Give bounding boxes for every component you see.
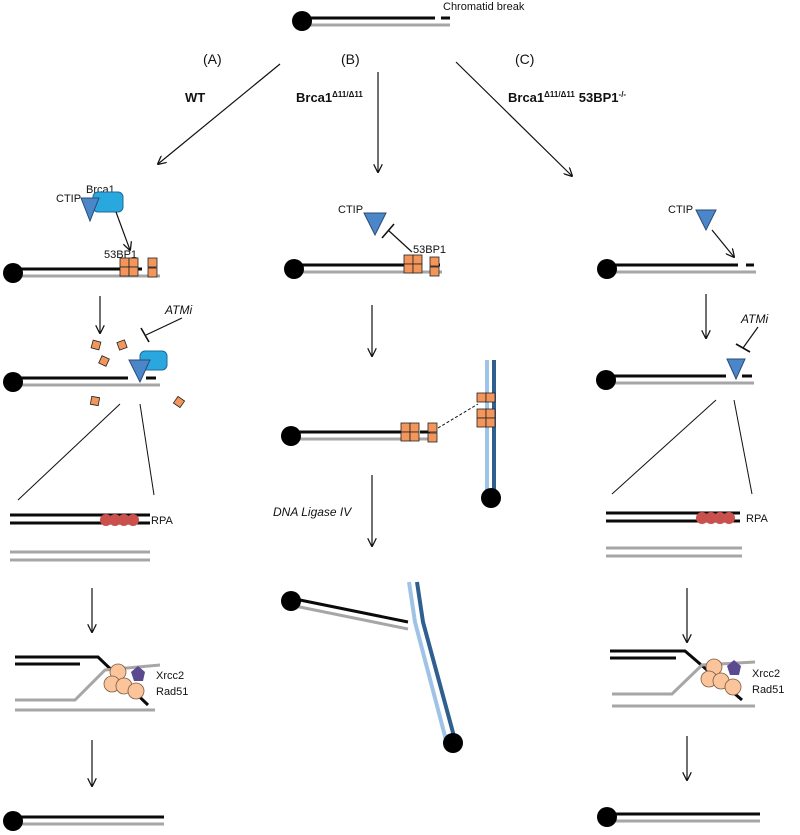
repaired-dna-a — [3, 811, 164, 831]
a2-dna — [3, 372, 160, 392]
chromosome-end-icon — [597, 259, 617, 279]
ctip-label-b: CTIP — [338, 204, 363, 216]
fused-chromosomes-b — [281, 581, 463, 753]
chromosome-end-icon — [281, 426, 301, 446]
inhibition-bar-icon — [140, 327, 150, 343]
ctip-label: CTIP — [56, 193, 81, 205]
arrow-icon — [158, 63, 281, 164]
xrcc2-pentagon-icon — [727, 660, 741, 675]
atmi-label-c: ATMi — [740, 312, 768, 326]
rad51-label-c: Rad51 — [752, 684, 784, 696]
rad51-label-a: Rad51 — [156, 686, 188, 698]
chromosome-end-icon — [596, 370, 616, 390]
rpa-bead-icon — [696, 512, 735, 524]
panel-b-label: (B) — [341, 51, 360, 67]
rpa-bead-icon — [100, 514, 139, 526]
chromosome-end-icon — [481, 488, 501, 508]
53bp1-cluster-a — [119, 257, 158, 278]
panel-c-label: (C) — [515, 51, 534, 67]
rpa-label-c: RPA — [746, 513, 768, 525]
53bp1-label-b: 53BP1 — [413, 244, 446, 256]
atmi-label-a: ATMi — [164, 303, 192, 317]
scattered-53bp1-a — [89, 339, 186, 409]
ctip-triangle-icon — [128, 359, 151, 384]
chromosome-end-icon — [597, 807, 617, 827]
title-label: Chromatid break — [443, 1, 525, 13]
ctip-triangle-icon — [726, 358, 746, 381]
ctip-triangle-icon — [363, 212, 387, 237]
c1-dna — [597, 259, 756, 279]
rad51-bead-icon — [103, 663, 145, 700]
xrcc2-label-a: Xrcc2 — [156, 670, 184, 682]
inhibition-bar-icon — [381, 223, 395, 239]
chromosome-end-icon — [284, 259, 304, 279]
strand-invasion-c — [610, 649, 756, 708]
ligase-label: DNA Ligase IV — [273, 505, 352, 519]
arrow-icon — [115, 211, 130, 250]
top-chromatid — [292, 11, 450, 31]
genotype-wt: WT — [185, 90, 205, 105]
genotype-b: Brca1Δ11/Δ11 — [296, 90, 363, 105]
ctip-triangle-icon — [695, 209, 717, 232]
53bp1-cluster-b3 — [476, 392, 496, 428]
repaired-dna-c — [597, 807, 760, 827]
xrcc2-pentagon-icon — [131, 666, 145, 681]
chromosome-end-icon — [3, 263, 23, 283]
53bp1-cluster-b — [403, 254, 440, 277]
other-chromosome-b — [481, 360, 501, 508]
chromosome-end-icon — [281, 591, 301, 611]
arrow-icon — [711, 229, 734, 257]
c2-dna — [596, 370, 754, 390]
ctip-triangle-icon — [80, 197, 100, 223]
strand-invasion-a — [15, 655, 161, 712]
53bp1-cluster-b2 — [400, 422, 438, 443]
rpa-label-a: RPA — [151, 515, 173, 527]
inhibition-bar-icon — [735, 343, 751, 353]
chromosome-end-icon — [3, 372, 23, 392]
panel-a-label: (A) — [203, 51, 222, 67]
chromosome-end-icon — [443, 733, 463, 753]
xrcc2-label-c: Xrcc2 — [752, 668, 780, 680]
chromosome-end-icon — [3, 811, 23, 831]
arrow-icon — [455, 61, 572, 176]
ctip-label-c: CTIP — [668, 204, 693, 216]
rad51-bead-icon — [700, 658, 742, 696]
chromosome-end-icon — [292, 11, 312, 31]
